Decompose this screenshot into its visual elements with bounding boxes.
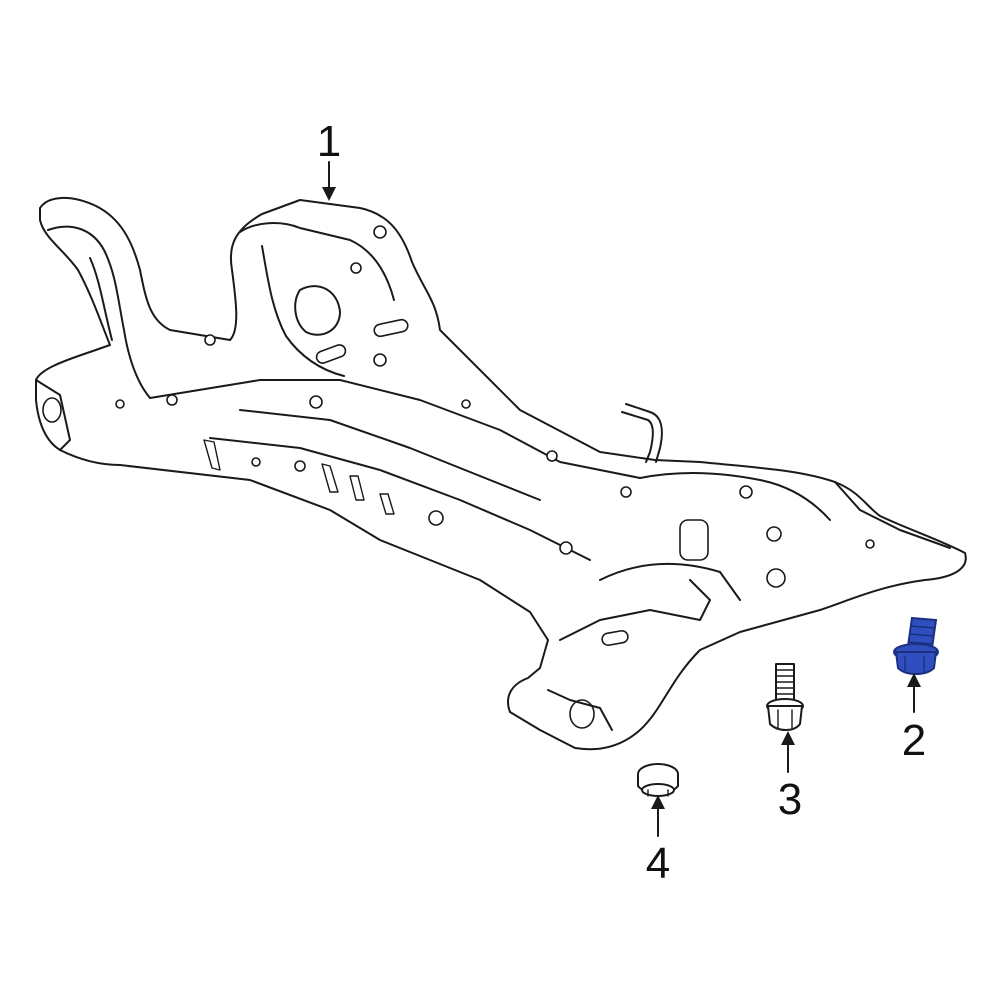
right-upper-panel [639, 471, 831, 521]
slot-opening [373, 318, 409, 338]
mounting-hole [461, 399, 471, 409]
mounting-holes [115, 225, 875, 588]
right-flange [834, 481, 951, 549]
upper-rail [149, 379, 641, 479]
weld-tab [379, 493, 395, 515]
mounting-hole [166, 394, 178, 406]
center-tower-front [239, 222, 395, 301]
callout-label-4: 4 [646, 839, 670, 888]
center-channel [239, 409, 541, 501]
mounting-hole [865, 539, 875, 549]
lower-rail [209, 437, 591, 561]
right-bracket [559, 579, 711, 641]
mounting-hole [251, 457, 261, 467]
callout-arrows [322, 161, 921, 837]
center-tower-pocket [294, 285, 341, 336]
bolt-3-head [767, 705, 803, 731]
mounting-hole [309, 395, 323, 409]
mounting-hole [294, 460, 306, 472]
center-tower-side [261, 245, 345, 377]
rear-bushing [569, 699, 595, 729]
left-tower-inner [89, 257, 113, 341]
mounting-hole [350, 262, 362, 274]
slot-opening [315, 344, 347, 364]
mounting-hole [204, 334, 216, 346]
left-bushing [42, 397, 62, 423]
mounting-hole [559, 541, 573, 555]
weld-tab [349, 475, 365, 501]
callout-label-3: 3 [778, 775, 802, 824]
nut-4-base [641, 783, 675, 797]
bolt-2-head [894, 651, 938, 675]
left-end-face [35, 379, 71, 451]
crossmember-outline [35, 196, 967, 751]
mounting-hole [739, 485, 753, 499]
left-tower [47, 225, 151, 399]
callout-labels: 1 2 3 4 [317, 117, 926, 888]
mounting-hole [373, 353, 387, 367]
bolt-highlighted[interactable] [893, 616, 939, 675]
right-inner-panel [599, 562, 741, 601]
weld-tab [203, 439, 221, 471]
weld-tab [321, 463, 339, 493]
rear-bushing-housing [547, 689, 613, 731]
stabilizer-pipe-inner [621, 411, 654, 463]
bolt-3 [766, 663, 804, 731]
stabilizer-pipe [625, 403, 663, 463]
callout-label-2: 2 [902, 716, 926, 765]
crossmember [35, 196, 967, 751]
slot-opening [679, 519, 709, 561]
mounting-hole [766, 526, 782, 542]
slot-opening [601, 629, 629, 647]
mounting-hole [115, 399, 125, 409]
mounting-hole [766, 568, 786, 588]
mounting-hole [373, 225, 387, 239]
mounting-hole [546, 450, 558, 462]
nut-4 [637, 763, 679, 797]
mounting-hole [428, 510, 444, 526]
callout-label-1: 1 [317, 117, 341, 166]
mounting-hole [620, 486, 632, 498]
